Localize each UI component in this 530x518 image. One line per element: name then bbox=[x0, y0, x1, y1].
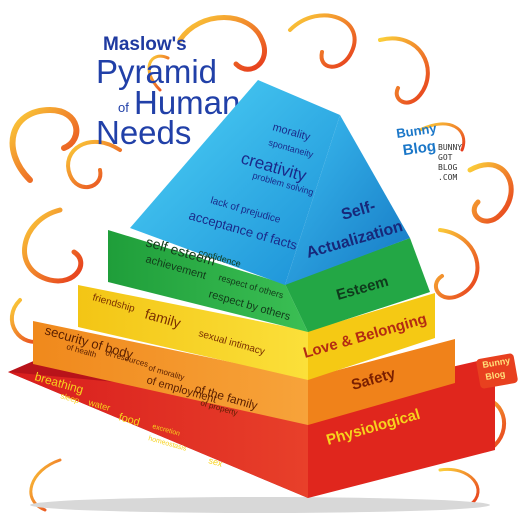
esteem-front-face bbox=[108, 230, 308, 332]
brand-tag-3: BLOG bbox=[438, 163, 457, 172]
level-safety bbox=[33, 321, 455, 425]
stamp-bottom-text: Blog bbox=[485, 369, 506, 382]
title-line-of: of bbox=[118, 100, 129, 115]
item-sex: sex bbox=[207, 455, 224, 469]
title-line-needs: Needs bbox=[96, 114, 191, 151]
love-front-face bbox=[78, 285, 308, 380]
item-food: food bbox=[117, 411, 141, 428]
brand-logo-top-text: Bunny bbox=[395, 120, 438, 141]
title-line-maslows: Maslow's bbox=[103, 34, 187, 55]
pyramid-shadow bbox=[30, 497, 490, 513]
safety-front-face bbox=[33, 321, 308, 425]
title-line-human: Human bbox=[134, 84, 240, 121]
title-line-pyramid: Pyramid bbox=[96, 53, 217, 90]
brand-logo-bottom-text: Blog bbox=[402, 138, 437, 159]
love-side-face bbox=[308, 293, 435, 380]
self-actualization-front-face bbox=[130, 80, 340, 285]
brand-tag-2: GOT bbox=[438, 153, 453, 162]
decorative-swirls bbox=[9, 13, 514, 512]
stamp-top-text: Bunny bbox=[482, 355, 511, 370]
brand-stamp: Bunny Blog bbox=[476, 353, 518, 389]
diagram-title: Maslow's Pyramid of Human Needs bbox=[96, 34, 240, 151]
level-love-belonging bbox=[78, 285, 435, 380]
self-actualization-side-face bbox=[285, 115, 410, 285]
brand-logo: Bunny Blog BUNNY GOT BLOG .COM bbox=[395, 120, 462, 182]
safety-side-face bbox=[308, 339, 455, 425]
level-self-actualization bbox=[130, 80, 410, 285]
brand-tag-4: .COM bbox=[438, 173, 457, 182]
esteem-side-face bbox=[285, 238, 430, 332]
brand-tag-1: BUNNY bbox=[438, 143, 462, 152]
level-esteem bbox=[108, 230, 430, 332]
